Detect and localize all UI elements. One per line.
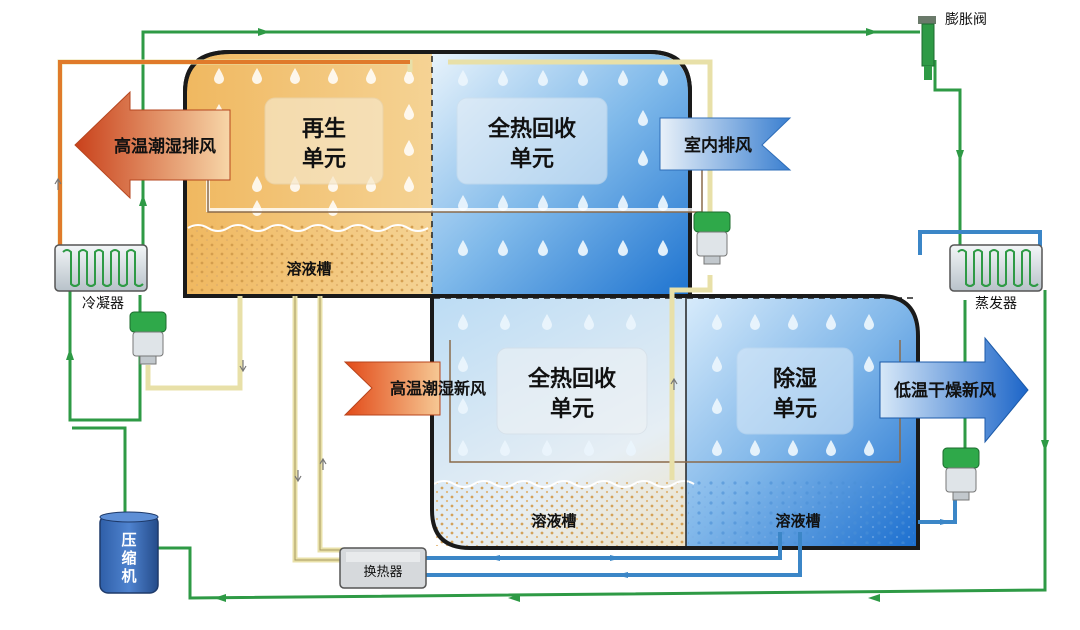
expansion-valve-label: 膨胀阀	[945, 11, 987, 28]
evaporator-label: 蒸发器	[975, 296, 1017, 312]
regen-unit-label-1: 再生	[302, 117, 346, 142]
evaporator	[949, 244, 1043, 292]
pump-top-right	[693, 211, 731, 265]
compressor	[99, 511, 159, 594]
top-air-duct-outline	[207, 150, 703, 213]
compressor-label-2: 缩	[121, 549, 136, 567]
heat-recovery-bottom-box	[496, 347, 648, 435]
heat-recovery-top-label-2: 单元	[510, 147, 554, 172]
dehumid-unit-box	[736, 347, 854, 435]
exhaust-hot-humid-label: 高温潮湿排风	[114, 136, 216, 157]
fresh-hot-humid-arrow	[343, 361, 441, 416]
fresh-dry-cool-label: 低温干燥新风	[893, 380, 996, 401]
solution-pipes-outline	[294, 296, 345, 561]
top-chamber	[183, 50, 692, 298]
condenser-label: 冷凝器	[82, 296, 124, 312]
regen-unit-box	[264, 97, 384, 185]
solution-tank-top-label: 溶液槽	[286, 260, 331, 278]
refrigerant-flow-arrows	[66, 28, 1049, 602]
dehumid-unit-label-1: 除湿	[773, 366, 817, 392]
fresh-hot-humid-label: 高温潮湿新风	[390, 379, 486, 398]
indoor-exhaust-arrow	[659, 117, 792, 171]
pump-condenser-side	[129, 311, 167, 365]
solution-pipes-cool	[425, 230, 1042, 577]
solution-flow-arrows	[488, 519, 952, 578]
fresh-dry-cool-arrow	[879, 336, 1029, 444]
condenser	[54, 244, 148, 292]
dehumid-unit-label-2: 单元	[773, 397, 817, 422]
pump-evaporator-side	[942, 447, 980, 501]
compressor-label-1: 压	[121, 531, 136, 549]
indoor-exhaust-label: 室内排风	[684, 135, 752, 156]
solution-tank-bottom-left-label: 溶液槽	[531, 512, 576, 530]
heat-recovery-bottom-label-1: 全热回收	[527, 366, 616, 392]
heat-exchanger	[339, 547, 427, 589]
expansion-valve	[918, 16, 936, 80]
solution-tank-bottom-right-label: 溶液槽	[775, 512, 820, 530]
solution-flow-markers	[54, 177, 678, 483]
compressor-label-3: 机	[121, 567, 136, 585]
hot-pipe	[58, 60, 410, 262]
exhaust-hot-humid-arrow	[74, 90, 231, 200]
heat-exchanger-label: 换热器	[363, 565, 402, 580]
regen-unit-label-2: 单元	[302, 147, 346, 172]
heat-recovery-bottom-label-2: 单元	[550, 397, 594, 422]
heat-recovery-top-box	[456, 97, 608, 185]
heat-recovery-top-label-1: 全热回收	[487, 116, 576, 142]
